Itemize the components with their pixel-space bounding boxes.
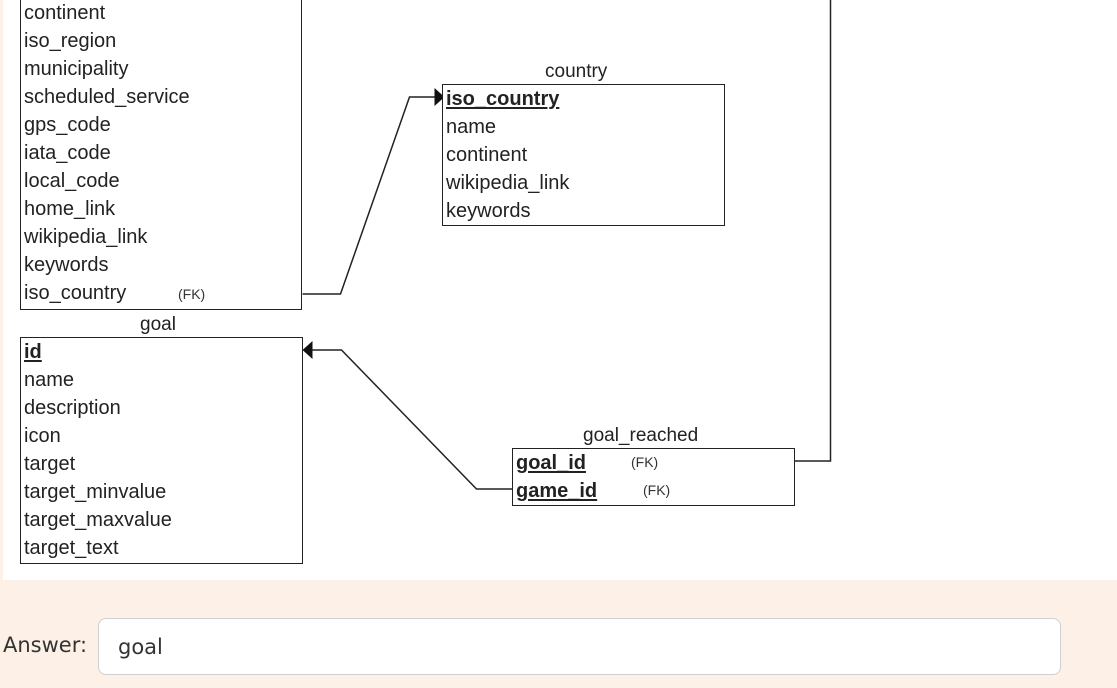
airport-field-gps-code: gps_code (24, 114, 111, 136)
goal-reached-goal-id-fk-label: (FK) (631, 454, 659, 470)
airport-field-iso-country: iso_country (24, 282, 127, 304)
goal-reached-field-goal-id: goal_id (516, 452, 587, 474)
airport-field-municipality: municipality (24, 58, 129, 80)
airport-field-wikipedia-link: wikipedia_link (24, 226, 148, 248)
goal-field-target: target (24, 453, 76, 475)
diagram-panel: continent iso_region municipality schedu… (3, 0, 1117, 580)
goal-reached-game-id-fk-label: (FK) (643, 482, 671, 498)
arrowhead-country (434, 88, 445, 106)
goal-field-id: id (24, 341, 42, 363)
airport-field-continent: continent (24, 2, 106, 24)
airport-fk-label: (FK) (178, 286, 206, 302)
goal-title: goal (140, 314, 176, 335)
country-field-name: name (446, 116, 497, 138)
country-field-keywords: keywords (446, 200, 531, 222)
goal-field-icon: icon (24, 425, 61, 447)
airport-field-home-link: home_link (24, 198, 116, 220)
country-field-iso-country: iso_country (446, 88, 560, 110)
connector-goalreached-goal (304, 349, 514, 490)
goal-reached-field-game-id: game_id (516, 480, 598, 502)
airport-field-local-code: local_code (24, 170, 120, 192)
connector-goalreached-game (794, 0, 832, 462)
goal-field-target-text: target_text (24, 537, 119, 559)
answer-label: Answer: (3, 633, 88, 657)
airport-field-scheduled-service: scheduled_service (24, 86, 190, 108)
entity-country: iso_country name continent wikipedia_lin… (442, 84, 725, 226)
answer-input[interactable] (98, 618, 1061, 675)
goal-reached-title: goal_reached (583, 425, 699, 446)
country-field-wikipedia-link: wikipedia_link (446, 172, 570, 194)
relationship-connectors (302, 0, 832, 490)
country-field-continent: continent (446, 144, 528, 166)
entity-goal-reached: goal_id (FK) game_id (FK) (512, 448, 795, 506)
goal-field-target-minvalue: target_minvalue (24, 481, 167, 503)
arrowhead-goal (302, 341, 313, 359)
goal-field-description: description (24, 397, 121, 419)
airport-field-keywords: keywords (24, 254, 109, 276)
goal-field-target-maxvalue: target_maxvalue (24, 509, 172, 531)
entity-goal: id name description icon target target_m… (20, 337, 303, 564)
airport-field-iso-region: iso_region (24, 30, 117, 52)
goal-field-name: name (24, 369, 75, 391)
airport-field-iata-code: iata_code (24, 142, 111, 164)
country-title: country (545, 61, 608, 82)
entity-airport: continent iso_region municipality schedu… (20, 0, 302, 310)
connector-airport-country (302, 96, 442, 295)
